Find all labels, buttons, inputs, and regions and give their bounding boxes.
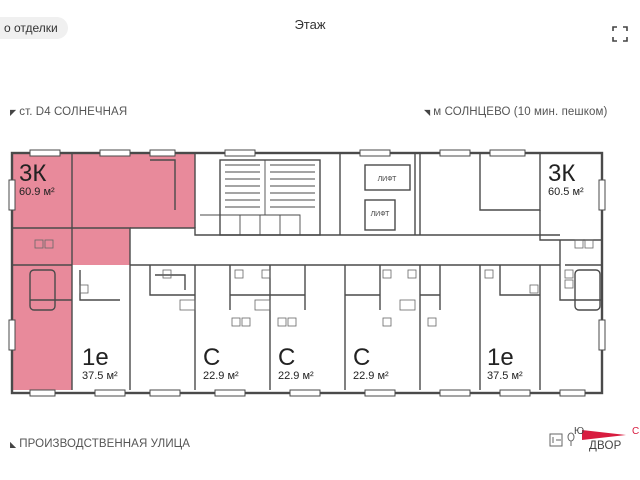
floor-title: Этаж: [294, 17, 326, 32]
direction-top-left: ◤ст. D4 СОЛНЕЧНАЯ: [10, 106, 127, 118]
unit-studio-1[interactable]: С 22.9 м²: [203, 346, 239, 383]
unit-area: 22.9 м²: [203, 370, 239, 382]
finish-option-chip[interactable]: о отделки: [0, 17, 68, 39]
unit-type: С: [353, 344, 371, 371]
expand-icon[interactable]: [612, 26, 628, 42]
arrow-down-left-icon: ◣: [10, 440, 17, 449]
unit-type: 3К: [19, 160, 47, 187]
compass-south-label: Ю: [574, 426, 585, 437]
unit-studio-2[interactable]: С 22.9 м²: [278, 346, 314, 383]
direction-bottom-left: ◣ПРОИЗВОДСТВЕННАЯ УЛИЦА: [10, 438, 190, 450]
unit-studio-3[interactable]: С 22.9 м²: [353, 346, 389, 383]
unit-type: 3К: [548, 160, 576, 187]
unit-area: 37.5 м²: [82, 370, 118, 382]
unit-type: С: [278, 344, 296, 371]
unit-3k-right[interactable]: 3К 60.5 м²: [548, 162, 584, 199]
direction-top-right-label: м СОЛНЦЕВО (10 мин. пешком): [433, 106, 608, 118]
arrow-up-right-icon: ◥: [424, 108, 431, 117]
unit-1e-right[interactable]: 1е 37.5 м²: [487, 346, 523, 383]
direction-bottom-left-label: ПРОИЗВОДСТВЕННАЯ УЛИЦА: [19, 438, 191, 450]
elevator-label-1: ЛИФТ: [378, 176, 398, 183]
unit-type: С: [203, 344, 221, 371]
direction-top-right: ◥м СОЛНЦЕВО (10 мин. пешком): [424, 106, 607, 118]
unit-1e-left[interactable]: 1е 37.5 м²: [82, 346, 118, 383]
unit-area: 60.5 м²: [548, 186, 584, 198]
unit-3k-left[interactable]: 3К 60.9 м²: [19, 162, 55, 199]
yard-label: ДВОР: [589, 440, 622, 452]
apartment-3k-left-highlight[interactable]: [12, 153, 195, 390]
unit-area: 37.5 м²: [487, 370, 523, 382]
compass-icon: [549, 430, 626, 447]
unit-area: 22.9 м²: [278, 370, 314, 382]
unit-area: 60.9 м²: [19, 186, 55, 198]
unit-type: 1е: [82, 344, 109, 371]
compass: Ю С: [548, 426, 640, 456]
floor-plan: ЛИФТ ЛИФТ: [8, 149, 606, 397]
direction-top-left-label: ст. D4 СОЛНЕЧНАЯ: [19, 106, 128, 118]
unit-area: 22.9 м²: [353, 370, 389, 382]
elevator-label-2: ЛИФТ: [371, 211, 391, 218]
unit-type: 1е: [487, 344, 514, 371]
finish-option-label: о отделки: [4, 21, 58, 35]
compass-north-label: С: [632, 426, 640, 437]
arrow-up-left-icon: ◤: [10, 108, 17, 117]
